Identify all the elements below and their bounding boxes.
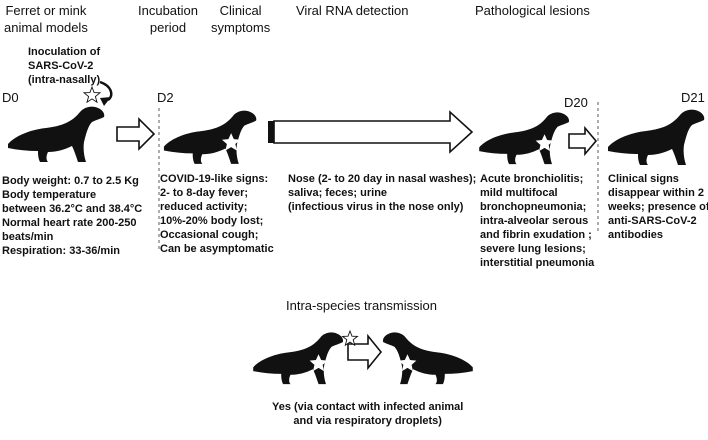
header-animal-models: Ferret or mink animal models bbox=[4, 3, 88, 35]
ferret-contact-icon bbox=[382, 332, 473, 385]
infection-star-icon bbox=[398, 354, 417, 372]
clinical-symptoms-text: COVID-19-like signs: 2- to 8-day fever; … bbox=[160, 173, 274, 255]
incubation-arrow-icon bbox=[116, 117, 156, 151]
ferret-infected-icon bbox=[163, 110, 257, 164]
day-label-d20: D20 bbox=[564, 95, 588, 110]
transmission-star-icon bbox=[341, 329, 359, 347]
ferret-lesions-icon bbox=[479, 112, 570, 165]
ferret-infected-source-icon bbox=[253, 332, 344, 385]
day-label-d0: D0 bbox=[2, 90, 19, 105]
inoculation-arrowhead bbox=[100, 97, 111, 106]
day-label-d2: D2 bbox=[157, 90, 174, 105]
header-incubation-period: Incubation period bbox=[138, 3, 198, 35]
transmission-text: Yes (via contact with infected animal an… bbox=[272, 401, 464, 427]
pathological-lesions-text: Acute bronchiolitis; mild multifocal bro… bbox=[480, 173, 595, 269]
header-viral-rna-detection: Viral RNA detection bbox=[296, 3, 409, 18]
viral-rna-text: Nose (2- to 20 day in nasal washes); sal… bbox=[288, 173, 477, 213]
virus-star-icon bbox=[82, 85, 102, 104]
infection-star-icon bbox=[222, 133, 241, 151]
recovery-text: Clinical signs disappear within 2 weeks;… bbox=[608, 173, 708, 241]
infection-star-icon bbox=[309, 354, 328, 372]
baseline-physiology-text: Body weight: 0.7 to 2.5 Kg Body temperat… bbox=[2, 175, 143, 257]
transmission-arrow-icon bbox=[347, 333, 383, 371]
rna-detection-long-arrow bbox=[273, 110, 474, 154]
ferret-healthy-icon bbox=[8, 106, 105, 162]
recovery-arrow-icon bbox=[568, 125, 598, 157]
ferret-recovered-icon bbox=[608, 109, 705, 165]
infection-star-icon bbox=[535, 134, 554, 152]
day-label-d21: D21 bbox=[681, 90, 705, 105]
rna-arrow-base-bar bbox=[268, 121, 274, 143]
header-pathological-lesions: Pathological lesions bbox=[475, 3, 590, 18]
header-clinical-symptoms: Clinical symptoms bbox=[211, 3, 271, 35]
inoculation-label: Inoculation of SARS-CoV-2 (intra-nasally… bbox=[28, 46, 101, 86]
transmission-title: Intra-species transmission bbox=[286, 298, 437, 313]
